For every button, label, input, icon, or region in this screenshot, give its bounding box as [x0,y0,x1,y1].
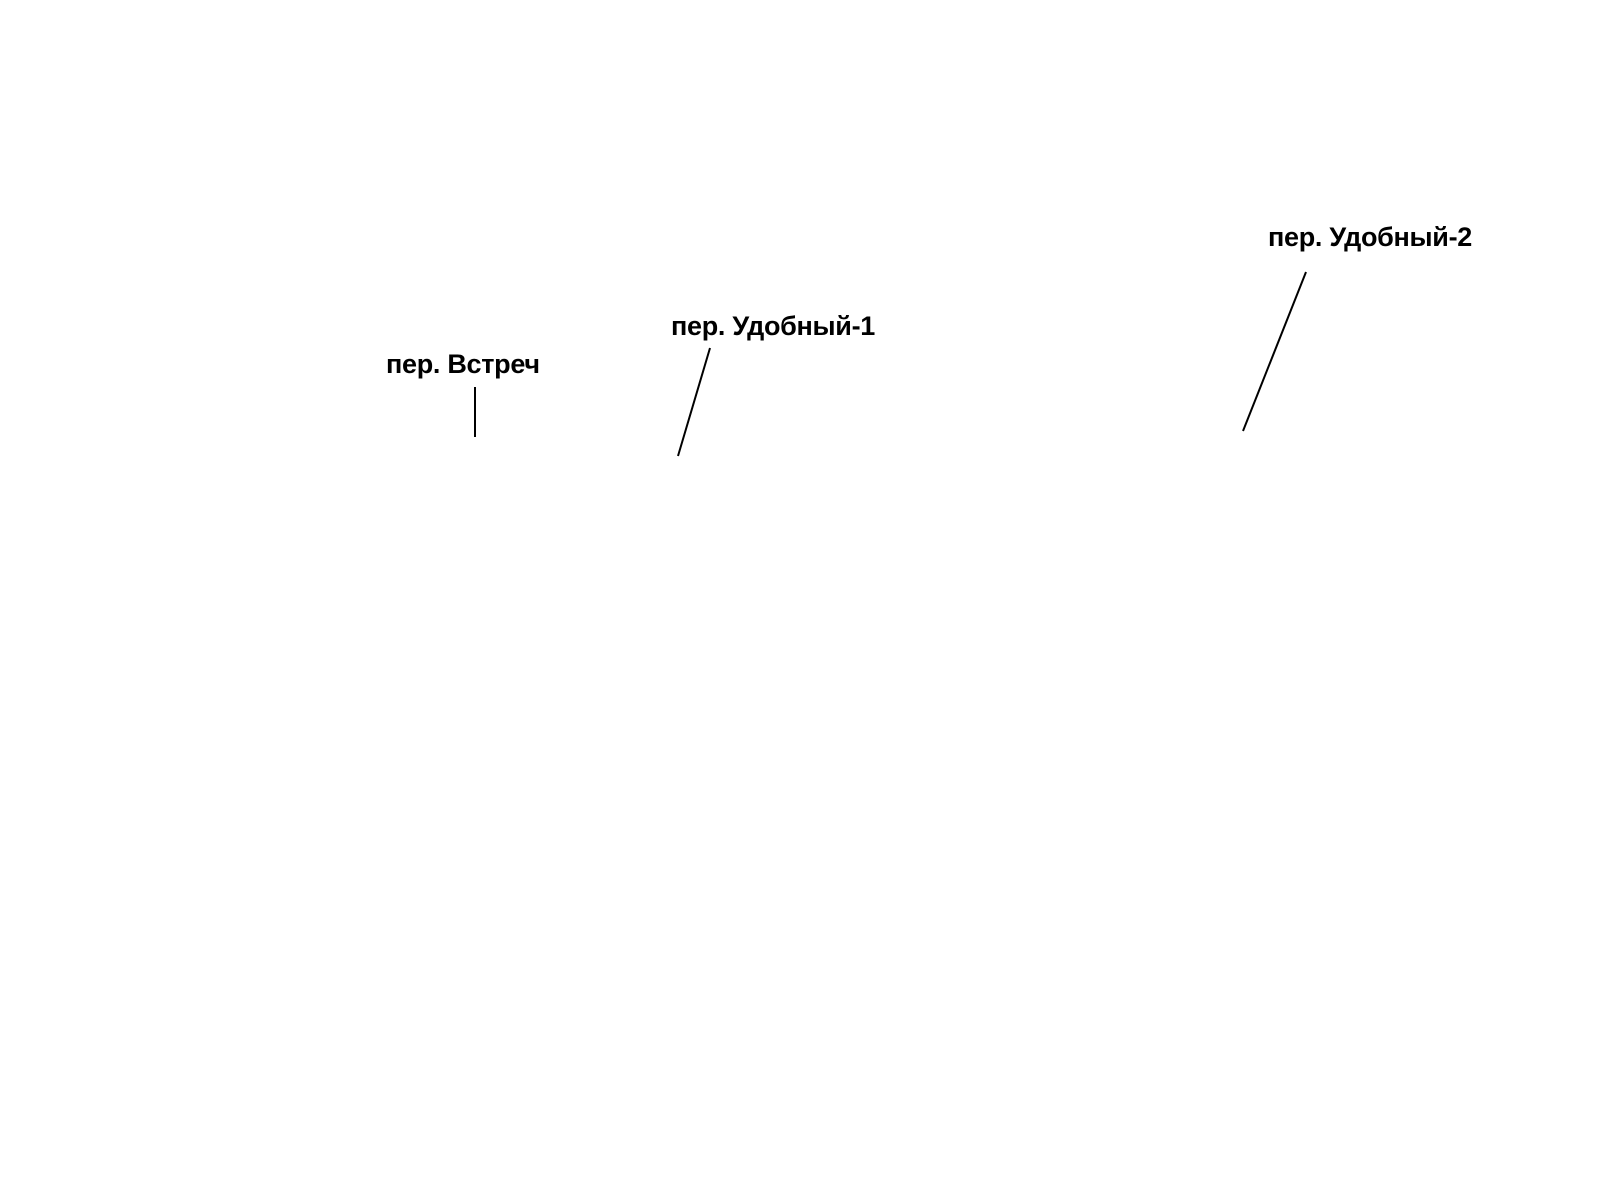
leader-line-udobny-2 [1242,271,1307,432]
street-label-vstrech: пер. Встреч [386,349,540,379]
leader-line-udobny-1 [677,347,711,457]
street-label-udobny-2: пер. Удобный-2 [1268,222,1472,252]
street-label-udobny-1: пер. Удобный-1 [671,311,875,341]
